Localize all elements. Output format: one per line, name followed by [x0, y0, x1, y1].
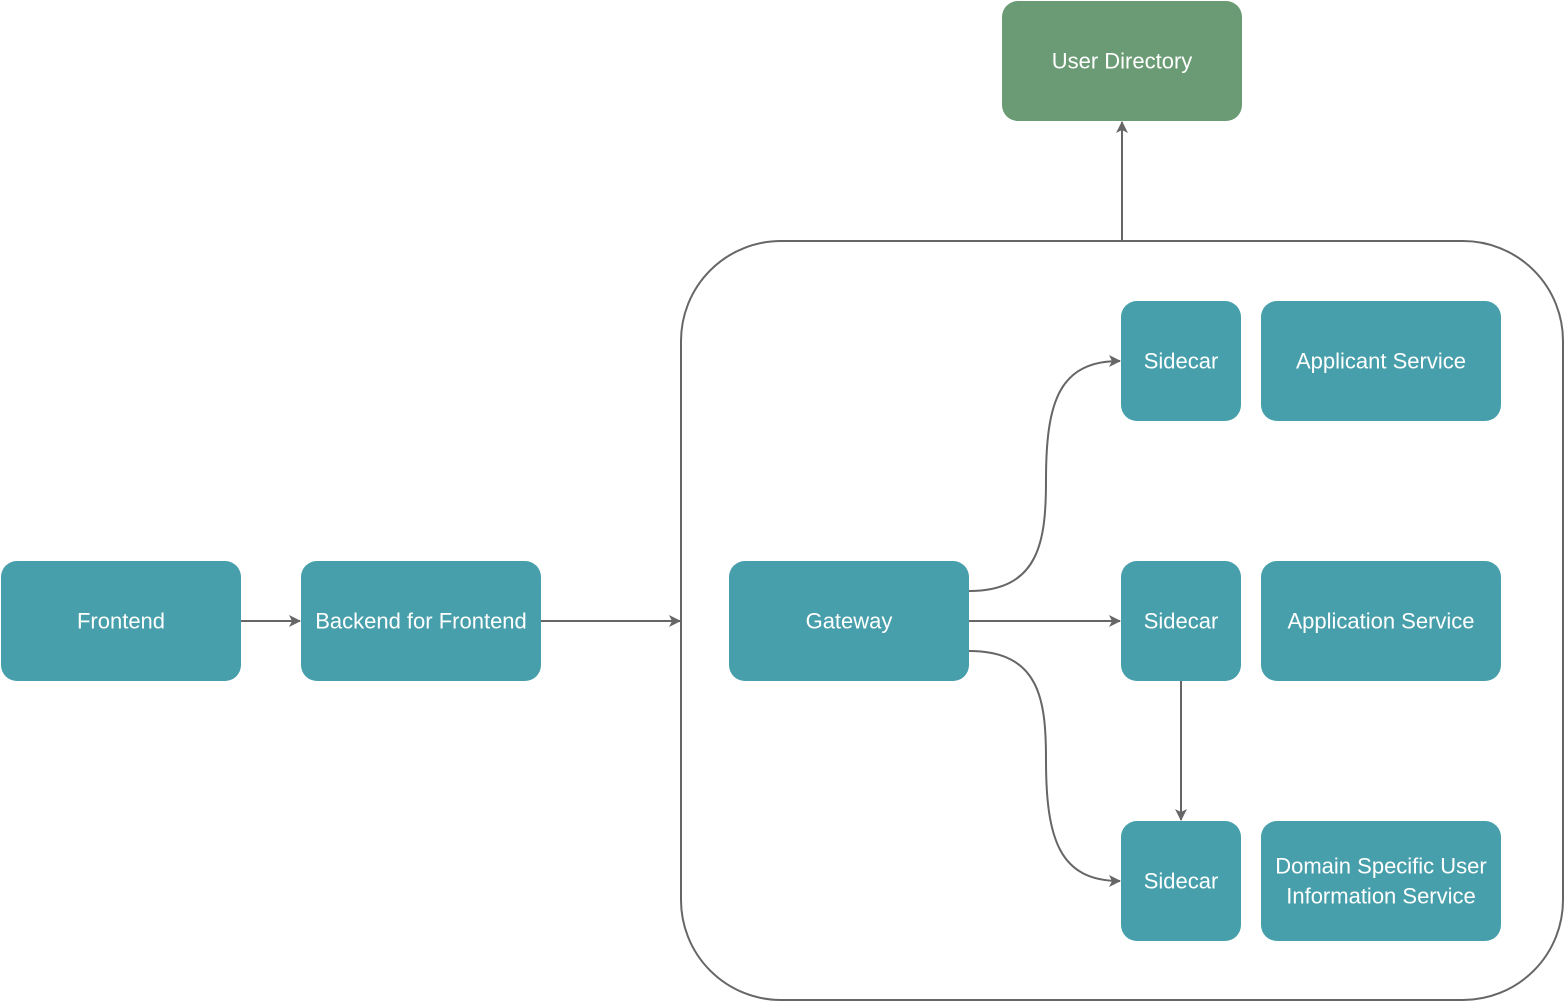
node-label: Sidecar — [1144, 609, 1219, 634]
node-label: Frontend — [77, 609, 165, 634]
node-label: Sidecar — [1144, 869, 1219, 894]
edge-gateway-to-sidecar-bottom — [968, 650, 1121, 887]
node-application-service[interactable]: Application Service — [1261, 561, 1501, 681]
node-applicant-service[interactable]: Applicant Service — [1261, 301, 1501, 421]
edge-gateway-to-sidecar-top — [968, 355, 1121, 592]
node-sidecar-middle[interactable]: Sidecar — [1121, 561, 1241, 681]
node-user-directory[interactable]: User Directory — [1002, 1, 1242, 121]
node-label: Backend for Frontend — [315, 609, 527, 634]
node-gateway[interactable]: Gateway — [729, 561, 969, 681]
node-label: User Directory — [1052, 49, 1193, 74]
node-label: Sidecar — [1144, 349, 1219, 374]
node-domain-specific-user-information-service[interactable]: Domain Specific User Information Service — [1261, 821, 1501, 941]
node-backend-for-frontend[interactable]: Backend for Frontend — [301, 561, 541, 681]
node-frontend[interactable]: Frontend — [1, 561, 241, 681]
node-label-line-1: Domain Specific User — [1275, 854, 1487, 879]
node-label: Applicant Service — [1296, 349, 1466, 374]
node-sidecar-bottom[interactable]: Sidecar — [1121, 821, 1241, 941]
node-label: Gateway — [806, 609, 893, 634]
node-label: Application Service — [1287, 609, 1474, 634]
node-sidecar-top[interactable]: Sidecar — [1121, 301, 1241, 421]
node-label-line-2: Information Service — [1286, 884, 1476, 909]
